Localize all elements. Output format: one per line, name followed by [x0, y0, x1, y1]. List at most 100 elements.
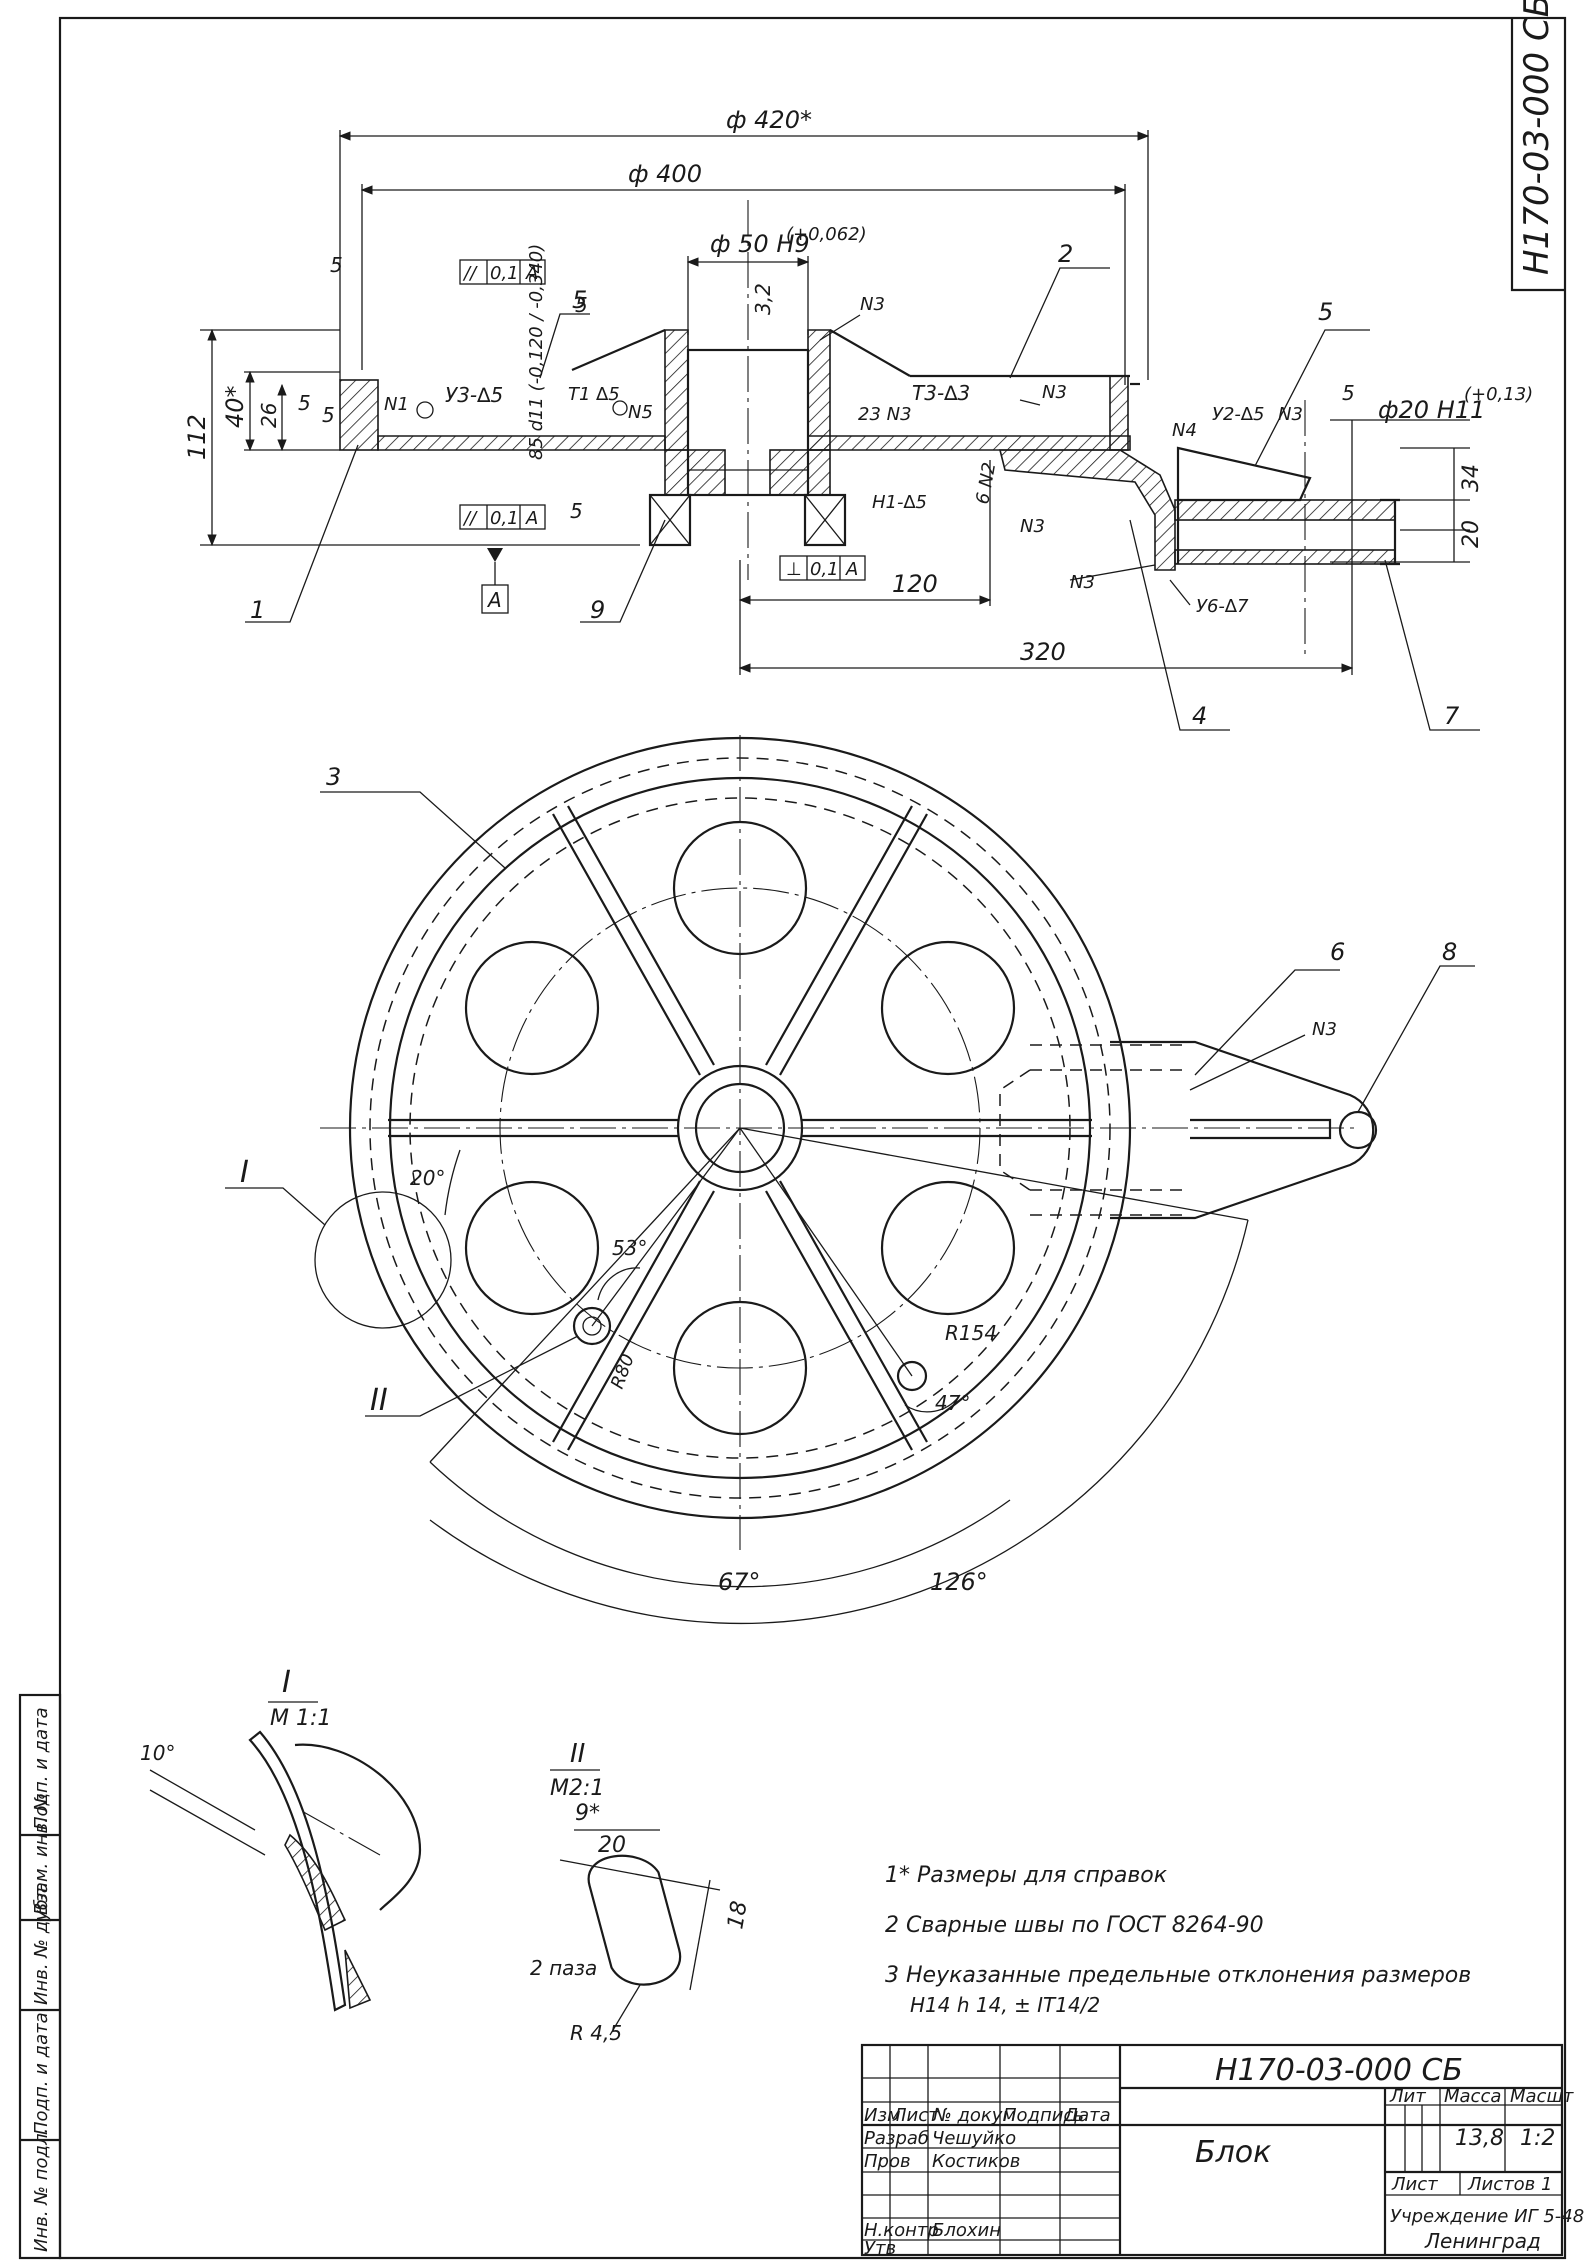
tolerance-symbol: // — [462, 263, 478, 284]
dimension-34-20: 34 20 — [1400, 447, 1484, 562]
position-number: 5 — [1318, 298, 1333, 326]
callout-label: I — [240, 1155, 249, 1190]
weld-mark: N3 — [1312, 1019, 1337, 1040]
title-person: Костиков — [932, 2151, 1020, 2172]
dimension-text: ф 420* — [726, 106, 812, 134]
weld-mark: У6-∆7 — [1196, 596, 1249, 617]
dimension-d420: ф 420* — [338, 106, 1150, 380]
dimension-d20: ф20 Н11 (+0,13) — [1330, 384, 1533, 563]
tolerance-frame-perp: ⊥ 0,1 А — [779, 555, 866, 581]
radius-label: R154 — [945, 1321, 997, 1345]
detail-label: I — [282, 1665, 291, 1700]
dimension-text: 18 — [723, 1899, 752, 1931]
side-strip: Подп. и дата Взам. инв. № Инв. № дубл. П… — [31, 1707, 52, 2252]
weld-mark: N3 — [1070, 572, 1095, 593]
tolerance-frame-top: // 0,1 А — [459, 259, 546, 285]
position-number: 2 — [1058, 240, 1073, 268]
title-org: Ленинград — [1424, 2229, 1541, 2253]
weld-mark: 23 N3 — [858, 404, 912, 425]
title-sheet: Лист — [1391, 2174, 1438, 2195]
position-number: 7 — [1444, 702, 1460, 730]
weld-mark: N5 — [628, 402, 653, 423]
position-number: 6 — [1330, 938, 1345, 966]
section-geometry — [339, 200, 1400, 660]
weld-mark: У3-∆5 — [445, 383, 503, 407]
title-block: Н170-03-000 СБ Блок Лит Масса Масшт 13,8… — [860, 2043, 1584, 2259]
position-number: 3 — [326, 763, 341, 791]
weld-mark: 6 N2 — [972, 461, 1000, 506]
title-scale: 1:2 — [1520, 2126, 1555, 2151]
dimension-height-26: 26 — [257, 383, 287, 452]
note-line: 1* Размеры для справок — [885, 1863, 1168, 1888]
dimension-text: (+0,13) — [1464, 384, 1533, 405]
tolerance-value: 0,1 — [490, 508, 519, 529]
note-line: 2 Сварные швы по ГОСТ 8264-90 — [885, 1913, 1264, 1938]
spokes — [388, 805, 1092, 1451]
detail-scale: М2:1 — [550, 1776, 604, 1801]
title-col-lit: Лит — [1389, 2086, 1426, 2107]
title-header-cell: № докум — [932, 2105, 1016, 2126]
title-mass: 13,8 — [1455, 2126, 1504, 2151]
weld-mark: Т3-∆3 — [912, 381, 970, 405]
title-col-mass: Масса — [1444, 2086, 1501, 2107]
angle-label: 10° — [140, 1741, 175, 1765]
detail-note: 2 паза — [530, 1956, 597, 1980]
position-number: 8 — [1442, 938, 1457, 966]
plan-position-leaders: 3 6 8 N3 — [320, 763, 1475, 1113]
detail-label: II — [570, 1739, 585, 1769]
datum-a: А — [481, 548, 509, 614]
title-role: Пров — [864, 2151, 911, 2172]
position-number: 9 — [590, 596, 605, 624]
roughness-mark: 5 — [1342, 381, 1355, 405]
title-designation: Н170-03-000 СБ — [1215, 2053, 1463, 2088]
dimension-height-40: 40* — [221, 370, 340, 452]
surface-marks: 5 5 5 5 5 5 3,2 85 d11 (-0,120 / -0,340) — [298, 244, 1355, 523]
side-strip-label: Подп. и дата — [31, 2012, 52, 2135]
title-header-cell: Лист — [892, 2105, 939, 2126]
side-strip-label: Инв. № дубл. — [31, 1882, 52, 2005]
title-role: Разраб — [864, 2128, 929, 2149]
dimension-d400: ф 400 — [360, 160, 1127, 385]
section-view: ф 420* ф 400 ф 50 Н9 (+0,062) 112 40* — [183, 106, 1533, 731]
weld-mark: Н1-∆5 — [872, 492, 927, 513]
sheet-frame — [18, 16, 1567, 2260]
weld-mark: N4 — [1172, 420, 1197, 441]
dimension-text: ф 50 Н9 — [710, 230, 810, 258]
side-strip-label: Взам. инв. № — [31, 1793, 52, 1915]
designation-stamp-text: Н170-03-000 СБ — [1517, 0, 1557, 275]
bracket-lug — [999, 1040, 1378, 1220]
position-number: 1 — [250, 596, 265, 624]
plan-view: 20° 53° 47° 67° 126° R154 R80 I II 3 6 8 — [225, 735, 1475, 1625]
dimension-text: (+0,062) — [786, 224, 867, 245]
note-formula: Н14 h 14, ± IT14/2 — [910, 1993, 1100, 2017]
angle-label: 126° — [930, 1568, 988, 1596]
tolerance-value: 0,1 — [490, 263, 519, 284]
detail-scale: М 1:1 — [270, 1706, 331, 1731]
title-role: Утв — [864, 2238, 896, 2259]
side-strip-label: Подп. и дата — [31, 1707, 52, 1830]
datum-label: А — [486, 588, 502, 612]
roughness-mark: 5 — [575, 293, 588, 317]
dimension-text: 26 — [257, 403, 281, 428]
tolerance-symbol: ⊥ — [786, 559, 802, 580]
dimension-text: 20 — [1459, 520, 1484, 548]
tolerance-symbol: // — [462, 508, 478, 529]
detail-I: I М 1:1 10° — [140, 1665, 422, 2012]
angle-label: 20° — [410, 1166, 445, 1190]
angle-label: 47° — [935, 1391, 970, 1415]
technical-notes: 1* Размеры для справок 2 Сварные швы по … — [885, 1863, 1471, 2017]
dimension-320: 320 — [738, 420, 1354, 675]
detail-callout-I: I — [225, 1155, 452, 1329]
title-header-cell: Подпись — [1003, 2105, 1084, 2126]
weld-mark: Т1 ∆5 — [568, 384, 620, 405]
dimension-d50: ф 50 Н9 (+0,062) — [686, 224, 867, 335]
note-line: 3 Неуказанные предельные отклонения разм… — [885, 1963, 1471, 1988]
title-header-cell: Изм — [864, 2105, 901, 2126]
detail-II: II М2:1 9* 20 18 2 паза R 4,5 — [530, 1739, 753, 2045]
title-name: Блок — [1195, 2135, 1271, 2170]
radius-label: R80 — [607, 1351, 639, 1391]
title-role: Н.контр — [864, 2220, 939, 2241]
dimension-height-112: 112 — [183, 328, 640, 547]
weld-mark: У2-∆5 — [1212, 404, 1264, 425]
